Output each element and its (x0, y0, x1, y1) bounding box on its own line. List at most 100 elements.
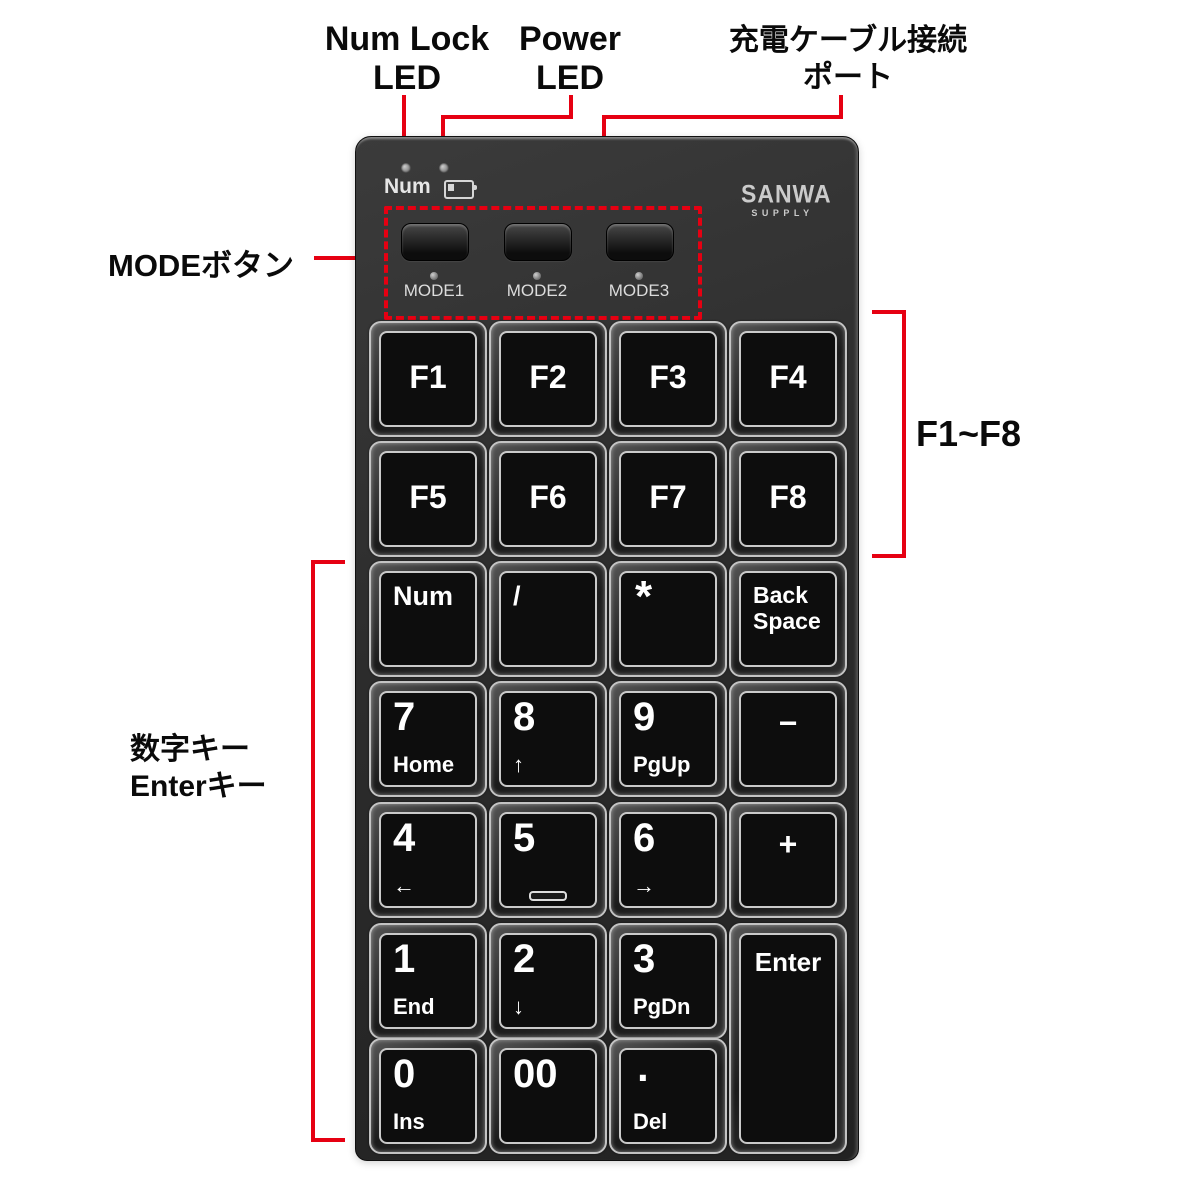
battery-icon (444, 180, 477, 199)
power-led (439, 163, 449, 173)
key-sublabel: End (393, 994, 435, 1019)
label-line: ポート (803, 61, 893, 94)
key-label: 1 (393, 937, 416, 981)
mode2-led (533, 272, 541, 280)
key-label: / (513, 581, 521, 611)
key-label: F1 (409, 359, 447, 396)
brand-name: SANWA (741, 179, 832, 209)
key-f1[interactable]: F1 (369, 321, 487, 437)
key-sublabel: Del (633, 1109, 668, 1134)
key-label: F4 (769, 359, 807, 396)
key-slash[interactable]: / (489, 561, 607, 677)
key-f7[interactable]: F7 (609, 441, 727, 557)
key-sublabel: → (633, 873, 655, 898)
number-keys-bracket (311, 560, 345, 1142)
mode-button-label: MODEボタン (108, 240, 328, 285)
power-callout-line (569, 95, 573, 119)
label-line: Enterキー (130, 770, 267, 803)
key-asterisk[interactable]: * (609, 561, 727, 677)
brand-logo: SANWA SUPPLY (741, 179, 832, 218)
key-label: 2 (513, 937, 536, 981)
key-sublabel: ↑ (513, 752, 524, 777)
mode2-button[interactable] (504, 223, 572, 261)
key-label: 9 (633, 695, 656, 739)
charge-callout-line (839, 95, 843, 119)
key-f3[interactable]: F3 (609, 321, 727, 437)
key-label: Num (393, 581, 453, 611)
label-line: Power (518, 20, 622, 58)
label-line: F1~F8 (916, 413, 1022, 454)
mode1-led (430, 272, 438, 280)
key-dot[interactable]: ·Del (609, 1038, 727, 1154)
key-minus[interactable]: − (729, 681, 847, 797)
key-num[interactable]: Num (369, 561, 487, 677)
key-label: F3 (649, 359, 687, 396)
label-line: 数字キー (130, 733, 250, 766)
key-label: F2 (529, 359, 567, 396)
mode1-label: MODE1 (403, 281, 465, 300)
key-label: 3 (633, 937, 656, 981)
label-line: Num Lock (324, 20, 490, 58)
mode-callout-line (314, 256, 385, 260)
charge-port-label: 充電ケーブル接続 ポート (683, 22, 1013, 96)
key-label: 8 (513, 695, 536, 739)
key-f6[interactable]: F6 (489, 441, 607, 557)
key-f8[interactable]: F8 (729, 441, 847, 557)
home-nub (529, 891, 567, 901)
key-f2[interactable]: F2 (489, 321, 607, 437)
key-label: 00 (513, 1052, 558, 1096)
key-6[interactable]: 6→ (609, 802, 727, 918)
key-label: 0 (393, 1052, 416, 1096)
key-label: F6 (529, 479, 567, 516)
charge-callout-line (602, 115, 606, 142)
key-5[interactable]: 5 (489, 802, 607, 918)
key-label: Back (753, 582, 808, 608)
number-enter-keys-label: 数字キー Enterキー (130, 731, 350, 805)
key-f4[interactable]: F4 (729, 321, 847, 437)
mode3-button[interactable] (606, 223, 674, 261)
charge-callout-line (602, 115, 843, 119)
key-label: Enter (754, 947, 822, 977)
label-line: MODEボタン (108, 248, 294, 283)
battery-fill (448, 184, 454, 191)
key-label: − (778, 705, 798, 741)
brand-subname: SUPPLY (751, 208, 814, 218)
key-label: F7 (649, 479, 687, 516)
num-lock-callout-line (402, 95, 406, 163)
key-label: 4 (393, 816, 416, 860)
mode3-label: MODE3 (608, 281, 670, 300)
mode2-label: MODE2 (506, 281, 568, 300)
label-line: LED (536, 59, 604, 97)
key-2[interactable]: 2↓ (489, 923, 607, 1039)
key-sublabel: Ins (393, 1109, 425, 1134)
fkeys-bracket (872, 310, 906, 558)
key-sublabel: PgDn (633, 994, 691, 1019)
key-label: F5 (409, 479, 447, 516)
key-plus[interactable]: + (729, 802, 847, 918)
mode-dashed-outline (384, 206, 702, 320)
key-sublabel: Home (393, 752, 455, 777)
key-label: + (778, 826, 798, 862)
key-00[interactable]: 00 (489, 1038, 607, 1154)
mode1-button[interactable] (401, 223, 469, 261)
key-8[interactable]: 8↑ (489, 681, 607, 797)
key-label: F8 (769, 479, 807, 516)
key-sublabel: ← (393, 873, 415, 898)
key-sublabel: ↓ (513, 994, 524, 1019)
key-label: * (635, 572, 653, 621)
label-line: 充電ケーブル接続 (728, 24, 968, 57)
battery-nub (474, 185, 477, 190)
key-4[interactable]: 4← (369, 802, 487, 918)
mode3-led (635, 272, 643, 280)
key-label: Space (753, 608, 821, 634)
label-line: LED (373, 59, 441, 97)
key-enter[interactable]: Enter (729, 923, 847, 1154)
key-f5[interactable]: F5 (369, 441, 487, 557)
